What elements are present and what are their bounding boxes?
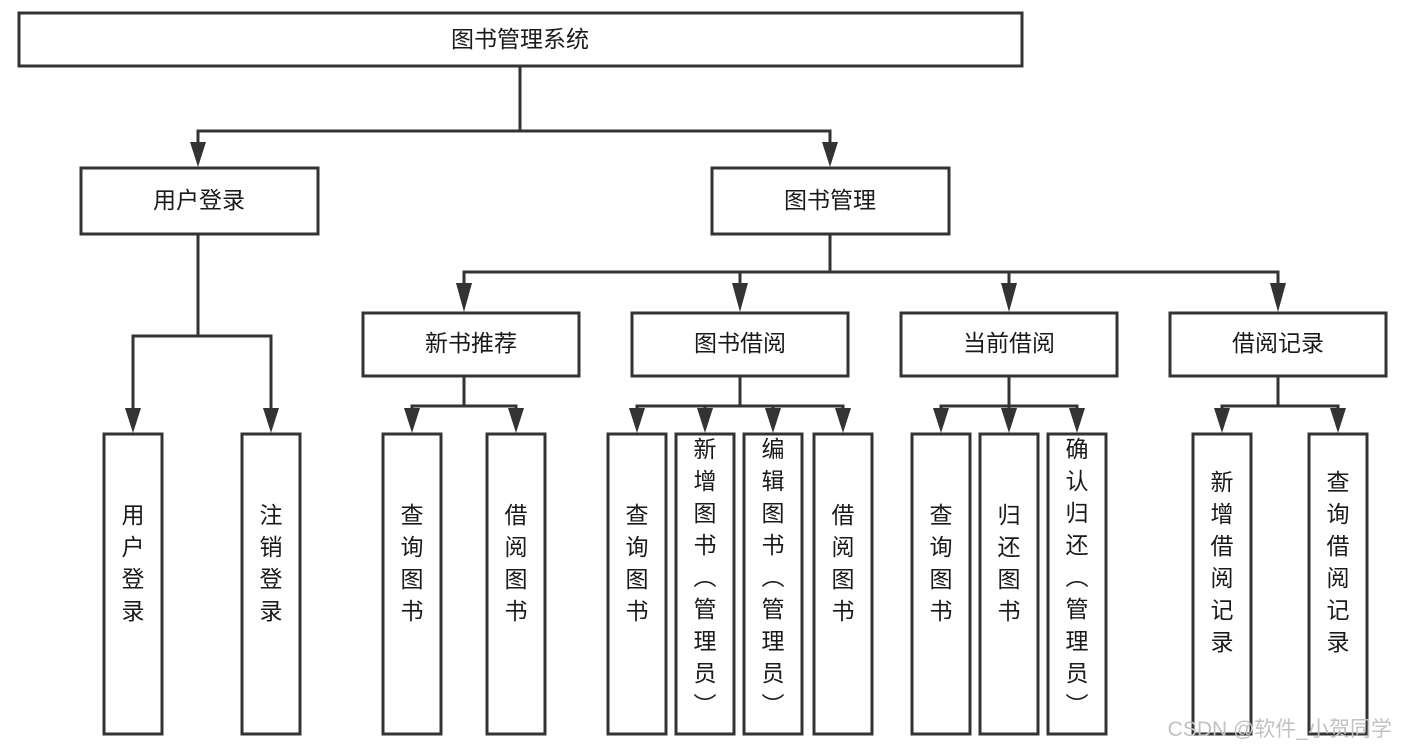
node-leaf-add-record-label: 新增借阅记录 xyxy=(1211,469,1234,655)
node-leaf-edit-book-box[interactable] xyxy=(742,432,804,736)
connector-layer xyxy=(125,64,1346,433)
arrow-head-leaf-confirm-return xyxy=(1069,408,1085,433)
node-leaf-user-login[interactable]: 用户登录 xyxy=(102,432,164,736)
node-leaf-add-book-box[interactable] xyxy=(674,432,736,736)
node-leaf-query-record-box[interactable] xyxy=(1307,432,1369,736)
node-leaf-edit-book[interactable]: 编辑图书︵管理员︶ xyxy=(742,432,804,736)
node-current-borrow-box[interactable] xyxy=(899,311,1119,378)
node-leaf-borrow-book-2-box[interactable] xyxy=(812,432,874,736)
arrow-head-new-book-recommend xyxy=(456,283,472,312)
node-leaf-query-book-1-box[interactable] xyxy=(381,432,443,736)
node-root-label: 图书管理系统 xyxy=(451,26,589,52)
arrow-head-leaf-query-record xyxy=(1330,408,1346,433)
arrow-head-leaf-borrow-book-2 xyxy=(835,408,851,433)
node-leaf-query-book-2[interactable]: 查询图书 xyxy=(606,432,668,736)
arrow-head-leaf-add-book xyxy=(697,408,713,433)
node-leaf-borrow-book-2[interactable]: 借阅图书 xyxy=(812,432,874,736)
node-leaf-query-record-label: 查询借阅记录 xyxy=(1327,469,1350,655)
node-leaf-query-book-3[interactable]: 查询图书 xyxy=(910,432,972,736)
node-user-login-label: 用户登录 xyxy=(153,187,245,213)
node-leaf-edit-book-label: 编辑图书︵管理员︶ xyxy=(762,436,785,718)
node-leaf-user-login-label: 用户登录 xyxy=(122,502,145,624)
node-borrow-record[interactable]: 借阅记录 xyxy=(1168,311,1388,378)
arrow-head-book-borrow xyxy=(732,283,748,312)
arrow-head-leaf-edit-book xyxy=(765,408,781,433)
node-leaf-borrow-book-2-label: 借阅图书 xyxy=(832,502,855,624)
node-leaf-return-book-label: 归还图书 xyxy=(998,502,1021,624)
node-new-book-recommend-box[interactable] xyxy=(361,311,581,378)
node-leaf-return-book-box[interactable] xyxy=(978,432,1040,736)
arrow-head-user-login xyxy=(190,142,206,167)
node-leaf-borrow-book-1-label: 借阅图书 xyxy=(505,502,528,624)
node-leaf-confirm-return[interactable]: 确认归还︵管理员︶ xyxy=(1046,432,1108,736)
arrow-head-leaf-user-login xyxy=(125,408,141,433)
node-leaf-add-record[interactable]: 新增借阅记录 xyxy=(1191,432,1253,736)
node-root[interactable]: 图书管理系统 xyxy=(17,11,1024,68)
node-current-borrow-label: 当前借阅 xyxy=(963,330,1055,356)
node-leaf-query-record[interactable]: 查询借阅记录 xyxy=(1307,432,1369,736)
node-book-borrow[interactable]: 图书借阅 xyxy=(630,311,850,378)
node-user-login-box[interactable] xyxy=(79,166,320,236)
node-book-borrow-label: 图书借阅 xyxy=(694,330,786,356)
node-leaf-query-book-3-box[interactable] xyxy=(910,432,972,736)
arrow-head-book-management xyxy=(822,142,838,167)
node-book-management-box[interactable] xyxy=(710,166,951,236)
node-book-management-label: 图书管理 xyxy=(784,187,876,213)
node-leaf-add-book-label: 新增图书︵管理员︶ xyxy=(694,436,717,718)
csdn-watermark: CSDN @软件_小贺同学 xyxy=(1168,718,1392,741)
arrow-head-leaf-query-book-2 xyxy=(629,408,645,433)
node-borrow-record-box[interactable] xyxy=(1168,311,1388,378)
node-book-borrow-box[interactable] xyxy=(630,311,850,378)
node-leaf-query-book-2-box[interactable] xyxy=(606,432,668,736)
node-user-login[interactable]: 用户登录 xyxy=(79,166,320,236)
node-leaf-add-book[interactable]: 新增图书︵管理员︶ xyxy=(674,432,736,736)
arrow-head-leaf-query-book-1 xyxy=(404,408,420,433)
node-root-box[interactable] xyxy=(17,11,1024,68)
node-borrow-record-label: 借阅记录 xyxy=(1232,330,1324,356)
node-leaf-query-book-3-label: 查询图书 xyxy=(930,502,953,624)
node-new-book-recommend-label: 新书推荐 xyxy=(425,330,517,356)
node-current-borrow[interactable]: 当前借阅 xyxy=(899,311,1119,378)
arrow-head-leaf-borrow-book-1 xyxy=(508,408,524,433)
arrow-head-leaf-add-record xyxy=(1214,408,1230,433)
node-leaf-borrow-book-1[interactable]: 借阅图书 xyxy=(485,432,547,736)
node-leaf-query-book-1-label: 查询图书 xyxy=(401,502,424,624)
node-new-book-recommend[interactable]: 新书推荐 xyxy=(361,311,581,378)
node-leaf-return-book[interactable]: 归还图书 xyxy=(978,432,1040,736)
arrow-head-leaf-user-logout xyxy=(263,408,279,433)
arrow-head-borrow-record xyxy=(1270,283,1286,312)
node-leaf-borrow-book-1-box[interactable] xyxy=(485,432,547,736)
node-leaf-add-record-box[interactable] xyxy=(1191,432,1253,736)
node-book-management[interactable]: 图书管理 xyxy=(710,166,951,236)
arrow-head-leaf-return-book xyxy=(1001,408,1017,433)
node-leaf-confirm-return-label: 确认归还︵管理员︶ xyxy=(1066,436,1089,718)
node-leaf-user-logout[interactable]: 注销登录 xyxy=(240,432,302,736)
node-leaf-query-book-1[interactable]: 查询图书 xyxy=(381,432,443,736)
arrow-head-current-borrow xyxy=(1001,283,1017,312)
node-leaf-query-book-2-label: 查询图书 xyxy=(626,502,649,624)
node-leaf-confirm-return-box[interactable] xyxy=(1046,432,1108,736)
node-leaf-user-logout-box[interactable] xyxy=(240,432,302,736)
node-leaf-user-login-box[interactable] xyxy=(102,432,164,736)
arrow-head-leaf-query-book-3 xyxy=(933,408,949,433)
node-leaf-user-logout-label: 注销登录 xyxy=(260,502,283,624)
